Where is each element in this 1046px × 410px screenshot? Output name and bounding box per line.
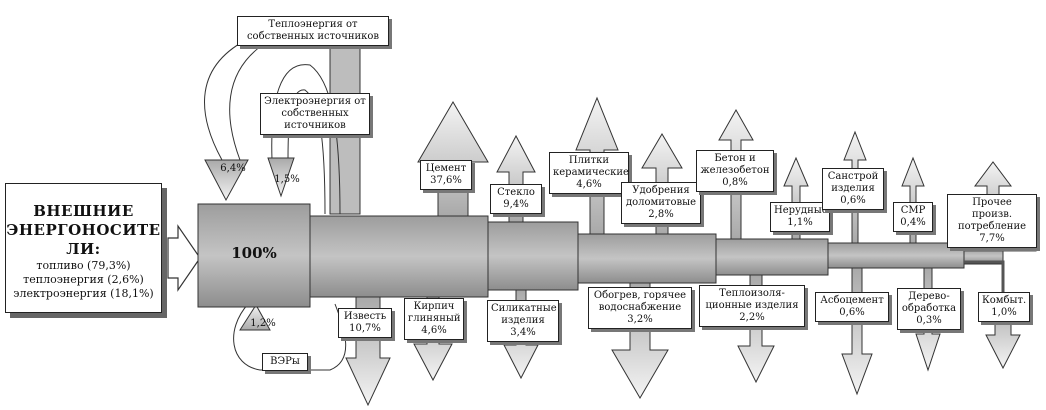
label-heating: Обогрев, горячее водоснабжение 3,2% xyxy=(588,287,692,329)
label-woodwork: Дерево- обработка 0,3% xyxy=(897,288,961,330)
label-concrete: Бетон и железобетон 0,8% xyxy=(696,150,774,192)
heat-own-label: Теплоэнергия от собственных источников xyxy=(237,16,389,46)
input-arrow xyxy=(167,224,201,292)
arrow-down-asbestos xyxy=(841,267,873,396)
main-source-block xyxy=(197,203,311,308)
main-flow-seg4 xyxy=(715,238,829,276)
heat-loop-outer xyxy=(204,39,247,161)
ver-label: ВЭРы xyxy=(262,353,308,371)
total-percentage: 100% xyxy=(231,244,277,262)
label-smr: СМР 0,4% xyxy=(893,202,933,232)
elec-own-pct: 1,5% xyxy=(274,174,300,185)
label-nonmetal: Нерудные 1,1% xyxy=(770,202,830,232)
main-flow-right2 xyxy=(964,260,1005,300)
label-fertilizer: Удобрения доломитовые 2,8% xyxy=(621,182,701,224)
label-glass: Стекло 9,4% xyxy=(490,184,542,214)
label-sanitary: Санстрой изделия 0,6% xyxy=(822,168,884,210)
arrow-up-nonmetal xyxy=(783,156,809,240)
external-electricity: электроэнергия (18,1%) xyxy=(13,287,154,300)
main-flow-seg3 xyxy=(577,233,717,284)
label-brick: Кирпич глиняный 4,6% xyxy=(404,298,464,340)
arrow-up-smr xyxy=(901,156,925,244)
label-insulation: Теплоизоля- ционные изделия 2,2% xyxy=(699,285,805,327)
heat-loop-arrow xyxy=(204,159,249,202)
elec-own-label: Электроэнергия от собственных источников xyxy=(260,93,370,135)
label-cement: Цемент 37,6% xyxy=(420,160,472,190)
heat-loop-inner xyxy=(229,39,271,161)
arrow-up-glass xyxy=(496,134,536,223)
label-other: Прочее произв. потребление 7,7% xyxy=(947,194,1037,248)
external-energy-box: ВНЕШНИЕ ЭНЕРГОНОСИТЕ ЛИ: топливо (79,3%)… xyxy=(5,183,162,313)
ver-loop-arrow xyxy=(239,304,271,331)
label-tiles: Плитки керамические 4,6% xyxy=(549,152,629,194)
label-household: Комбыт. 1,0% xyxy=(978,292,1030,322)
label-lime: Известь 10,7% xyxy=(338,308,392,338)
heat-own-pct: 6,4% xyxy=(220,163,246,174)
main-flow-seg5 xyxy=(827,242,965,269)
elec-loop-arrow xyxy=(267,157,295,198)
ver-pct: 1,2% xyxy=(250,318,276,329)
label-silicate: Силикатные изделия 3,4% xyxy=(487,300,559,342)
external-energy-title: ВНЕШНИЕ ЭНЕРГОНОСИТЕ ЛИ: xyxy=(6,202,161,258)
external-fuel: топливо (79,3%) xyxy=(36,259,131,272)
external-heat: теплоэнергия (2,6%) xyxy=(23,273,144,286)
main-flow-seg2 xyxy=(487,221,579,291)
label-asbestos: Асбоцемент 0,6% xyxy=(815,292,889,322)
arrow-up-cement xyxy=(417,101,489,217)
main-flow-seg1 xyxy=(309,215,489,298)
